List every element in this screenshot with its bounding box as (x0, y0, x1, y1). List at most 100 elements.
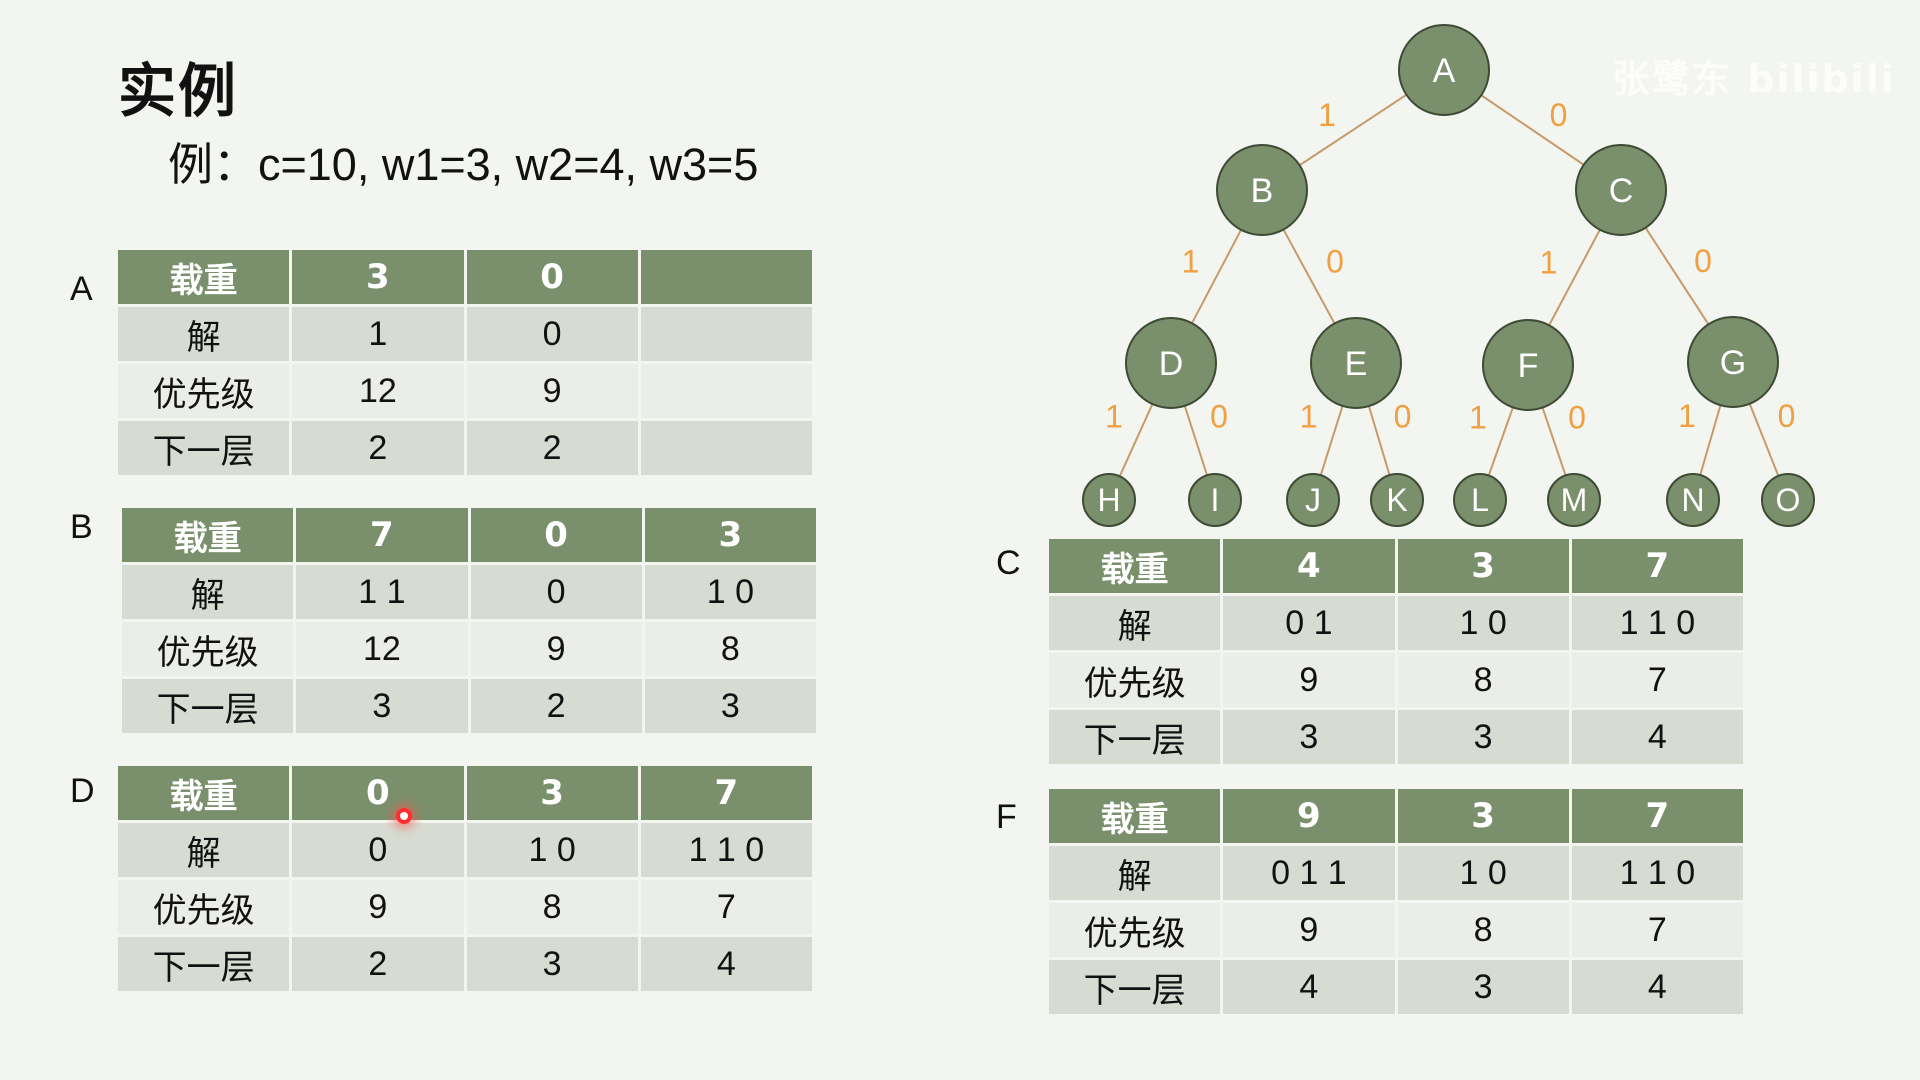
table-cell: 0 1 1 (1220, 843, 1398, 903)
table-cell: 8 (641, 619, 820, 679)
table-cell: 2 (289, 934, 467, 994)
tree-node-f: F (1482, 319, 1574, 411)
svg-text:N: N (1681, 482, 1704, 518)
edge-label: 1 (1318, 97, 1336, 133)
table-cell: 9 (1220, 786, 1398, 846)
row-label: 解 (1045, 593, 1224, 653)
row-label: 下一层 (1045, 957, 1224, 1017)
table-cell: 7 (1568, 536, 1747, 596)
table-cell: 1 0 (641, 562, 820, 622)
table-cell: 12 (289, 361, 467, 421)
table-cell: 1 (289, 304, 467, 364)
edge-label: 0 (1210, 399, 1228, 435)
edge-label: 1 (1105, 399, 1123, 435)
table-cell: 7 (637, 877, 816, 937)
table-cell: 4 (1220, 536, 1398, 596)
svg-text:L: L (1471, 482, 1489, 518)
tree-edge-b-d (1191, 229, 1242, 324)
table-cell: 1 0 (1394, 593, 1572, 653)
table-cell: 2 (463, 418, 641, 478)
tree-node-h: H (1082, 473, 1136, 527)
watermark: 张鹭东 bilibili (1612, 57, 1896, 101)
svg-text:M: M (1561, 482, 1588, 518)
edge-label: 0 (1694, 243, 1712, 279)
table-cell: 1 1 0 (637, 820, 816, 880)
row-label: 下一层 (114, 934, 293, 994)
table-cell: 3 (1220, 707, 1398, 767)
table-cell: 1 0 (463, 820, 641, 880)
row-label: 下一层 (1045, 707, 1224, 767)
table-label-a: A (70, 270, 93, 308)
tree-edge-f-l (1487, 407, 1514, 476)
tree-node-n: N (1666, 473, 1720, 527)
table-cell: 8 (1394, 650, 1572, 710)
table-cell: 9 (463, 361, 641, 421)
table-cell: 2 (467, 676, 645, 736)
table-cell: 1 1 (293, 562, 471, 622)
table-label-b: B (70, 508, 93, 546)
pointer-cursor (396, 808, 412, 824)
tree-edge-d-h (1118, 403, 1154, 477)
tree-node-g: G (1687, 316, 1779, 408)
svg-text:F: F (1518, 347, 1539, 385)
row-label: 载重 (118, 505, 297, 565)
tree-node-l: L (1453, 473, 1507, 527)
table-cell: 1 1 0 (1568, 593, 1747, 653)
edge-label: 1 (1182, 244, 1200, 280)
table-label-f: F (996, 798, 1017, 836)
table-cell: 7 (637, 763, 816, 823)
row-label: 解 (118, 562, 297, 622)
table-cell: 3 (641, 505, 820, 565)
table-cell: 0 1 (1220, 593, 1398, 653)
table-cell: 7 (293, 505, 471, 565)
tree-node-k: K (1370, 473, 1424, 527)
tree-edge-d-i (1183, 405, 1209, 476)
svg-text:C: C (1609, 172, 1634, 210)
example-parameters: 例：c=10, w1=3, w2=4, w3=5 (168, 139, 759, 190)
table-cell: 7 (1568, 650, 1747, 710)
table-cell: 3 (289, 247, 467, 307)
svg-text:G: G (1720, 344, 1746, 382)
tree-node-c: C (1575, 144, 1667, 236)
tree-node-o: O (1761, 473, 1815, 527)
table-cell (637, 304, 816, 364)
tree-node-a: A (1398, 24, 1490, 116)
table-cell: 2 (289, 418, 467, 478)
tree-edge-f-m (1541, 407, 1567, 476)
tree-edge-g-n (1699, 404, 1722, 476)
table-cell: 9 (467, 619, 645, 679)
edge-label: 1 (1300, 399, 1318, 435)
table-cell: 3 (1394, 786, 1572, 846)
table-cell: 0 (463, 304, 641, 364)
table-label-d: D (70, 772, 95, 810)
tree-edge-c-g (1644, 227, 1710, 325)
table-cell: 3 (293, 676, 471, 736)
svg-text:O: O (1776, 482, 1801, 518)
table-cell: 3 (641, 676, 820, 736)
edge-label: 1 (1540, 245, 1558, 281)
row-label: 解 (114, 304, 293, 364)
table-cell: 3 (1394, 707, 1572, 767)
table-cell: 0 (289, 763, 467, 823)
table-cell: 3 (463, 763, 641, 823)
row-label: 下一层 (118, 676, 297, 736)
row-label: 优先级 (114, 361, 293, 421)
tree-node-m: M (1547, 473, 1601, 527)
edge-label: 0 (1394, 399, 1412, 435)
tree-edge-e-j (1319, 405, 1344, 476)
edge-label: 0 (1550, 97, 1568, 133)
